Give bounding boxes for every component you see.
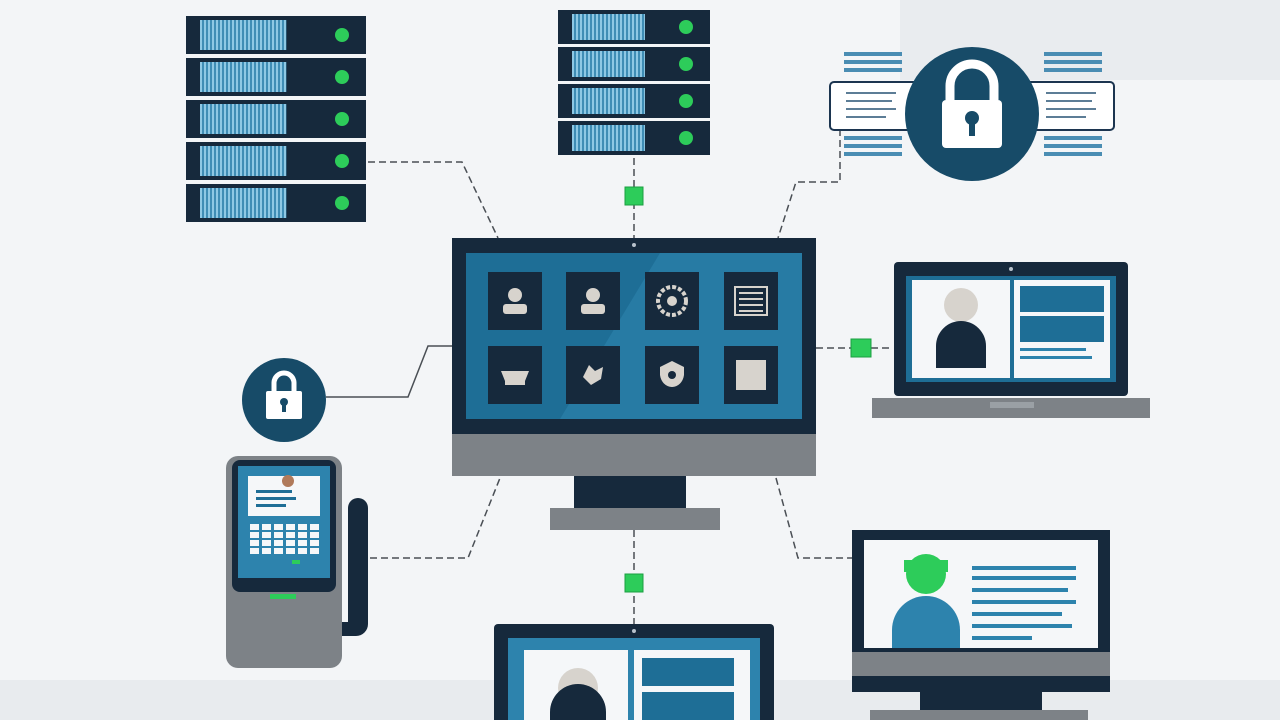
keypad-key — [310, 540, 319, 546]
globe-icon — [583, 365, 603, 385]
server-unit — [186, 100, 366, 138]
data-lines-right — [1044, 52, 1102, 156]
keypad-key — [310, 524, 319, 530]
app-tile — [566, 272, 620, 330]
monitor-bottom-right — [852, 530, 1110, 720]
keypad-key — [274, 548, 283, 554]
lock-icon — [266, 370, 302, 419]
server-unit — [558, 47, 710, 81]
connector-node-right — [850, 338, 872, 358]
keypad-key — [250, 540, 259, 546]
server-unit — [558, 121, 710, 155]
keypad-key — [274, 540, 283, 546]
server-unit — [186, 142, 366, 180]
app-tile-grid — [488, 272, 778, 404]
link-lock-data — [777, 118, 841, 239]
gear-icon — [656, 285, 688, 317]
connector-node-bottom — [624, 573, 644, 593]
link-monitor-br — [775, 477, 852, 559]
keypad-key — [310, 548, 319, 554]
keypad-key — [298, 532, 307, 538]
monitor-bottom-center — [494, 624, 774, 720]
status-led-icon — [335, 112, 349, 126]
keypad-key — [286, 532, 295, 538]
status-led-icon — [335, 196, 349, 210]
app-tile — [488, 346, 542, 404]
app-tile — [566, 346, 620, 404]
keypad-key — [286, 548, 295, 554]
user-icon — [503, 288, 527, 314]
app-tile — [724, 346, 778, 404]
status-led-icon — [335, 154, 349, 168]
lock-icon — [942, 59, 1002, 148]
status-led-icon — [679, 57, 693, 71]
document-icon — [734, 286, 768, 316]
link-lock-badge — [326, 345, 454, 398]
keypad-key — [262, 540, 271, 546]
server-rack-left — [186, 16, 366, 222]
keypad-key — [274, 524, 283, 530]
lock-badge-left — [242, 358, 326, 442]
server-unit — [186, 58, 366, 96]
access-terminal — [226, 456, 368, 668]
user-icon — [581, 288, 605, 314]
link-terminal — [370, 477, 501, 559]
keypad-key — [262, 548, 271, 554]
square-icon — [736, 360, 766, 390]
keypad-key — [310, 532, 319, 538]
keypad-key — [298, 548, 307, 554]
central-monitor — [452, 238, 816, 530]
app-tile — [645, 346, 699, 404]
connector-nodes — [624, 186, 872, 593]
keypad-key — [250, 524, 259, 530]
keypad-key — [274, 532, 283, 538]
status-led-icon — [679, 131, 693, 145]
status-led-icon — [335, 70, 349, 84]
server-unit — [558, 84, 710, 118]
server-unit — [186, 16, 366, 54]
keypad-key — [262, 524, 271, 530]
keypad-key — [286, 540, 295, 546]
terminal-keypad — [250, 524, 319, 554]
keypad-key — [262, 532, 271, 538]
app-tile — [645, 272, 699, 330]
status-led-icon — [679, 94, 693, 108]
status-led-icon — [679, 20, 693, 34]
server-unit — [558, 10, 710, 44]
cloud-icon — [501, 371, 529, 385]
connector-node-top — [624, 186, 644, 206]
keypad-key — [250, 532, 259, 538]
app-tile — [488, 272, 542, 330]
keypad-key — [298, 524, 307, 530]
status-led-icon — [335, 28, 349, 42]
app-tile — [724, 272, 778, 330]
keypad-key — [250, 548, 259, 554]
server-rack-center — [558, 10, 710, 155]
keypad-key — [298, 540, 307, 546]
keypad-key — [286, 524, 295, 530]
link-server-left — [368, 161, 499, 239]
shield-icon — [660, 361, 684, 388]
server-unit — [186, 184, 366, 222]
encrypted-data-lock — [829, 47, 1115, 181]
laptop-right — [872, 262, 1150, 418]
data-lines-left — [844, 52, 902, 156]
